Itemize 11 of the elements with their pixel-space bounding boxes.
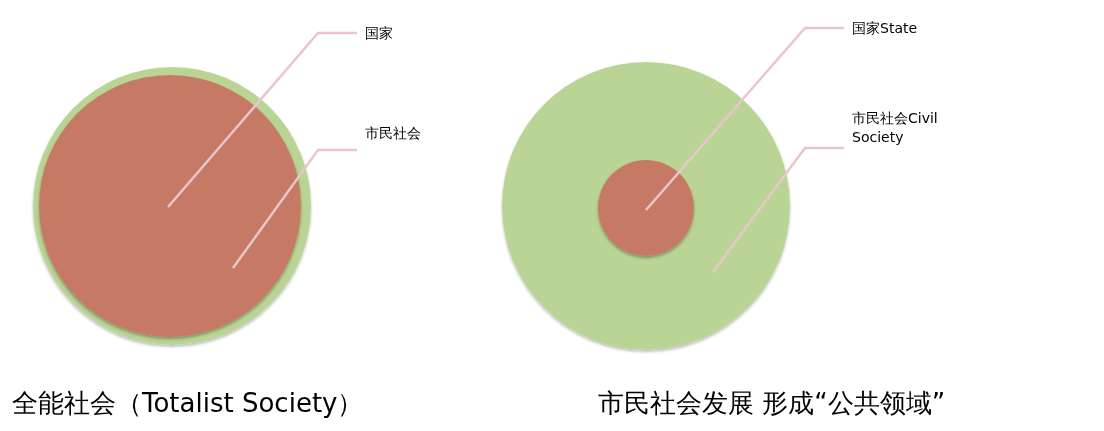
label-text: 市民社会 — [365, 124, 465, 143]
leader-line — [645, 26, 844, 211]
caption: 全能社会（Totalist Society） — [12, 387, 364, 420]
leader-line — [167, 31, 357, 208]
label-text: 国家State — [852, 19, 962, 38]
label-text: 市民社会Civil Society — [852, 109, 952, 147]
caption: 市民社会发展 形成“公共领域” — [598, 387, 946, 420]
leader-line — [712, 146, 844, 273]
circle — [598, 160, 694, 256]
leader-line — [232, 148, 357, 269]
label-text: 国家 — [365, 24, 445, 43]
